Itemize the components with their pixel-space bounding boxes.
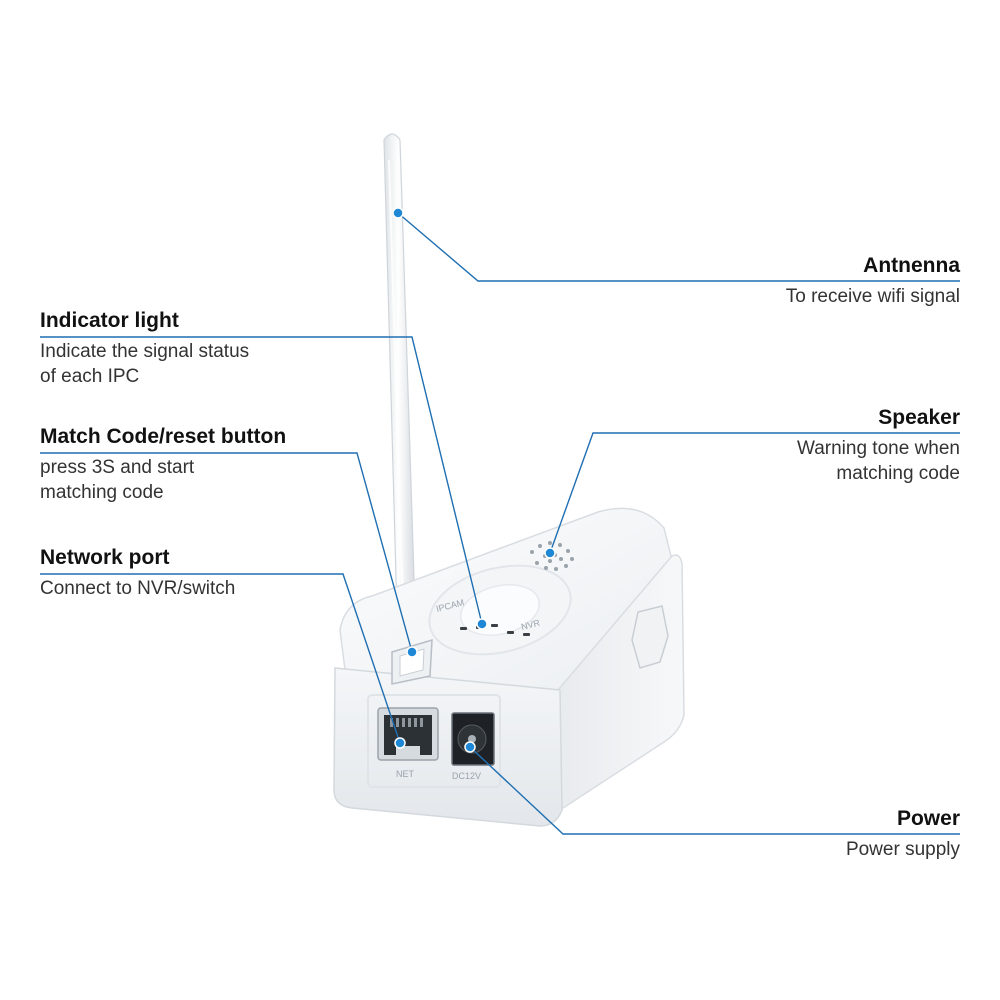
- callout-power: Power Power supply: [846, 807, 960, 862]
- callout-network-title: Network port: [40, 546, 170, 569]
- callout-match-title: Match Code/reset button: [40, 425, 287, 448]
- callout-power-desc-line: Power supply: [845, 839, 960, 860]
- antenna-dot: [392, 207, 404, 219]
- callout-match-desc-line: matching code: [40, 482, 164, 503]
- callout-indicator-desc: Indicate the signal status of each IPC: [40, 339, 249, 389]
- callout-indicator-desc-line: Indicate the signal status: [40, 341, 250, 362]
- power-dot: [464, 741, 476, 753]
- callout-speaker-title: Speaker: [878, 406, 960, 429]
- network-leader: [40, 573, 401, 744]
- callout-speaker-desc-line: matching code: [836, 463, 960, 484]
- antenna-leader: [397, 212, 960, 282]
- antenna: [383, 133, 417, 652]
- callout-lines: [40, 212, 960, 835]
- speaker-dot: [544, 547, 556, 559]
- callout-speaker: Speaker Warning tone when matching code: [797, 406, 960, 486]
- callout-speaker-desc: Warning tone when matching code: [797, 436, 960, 486]
- power-leader: [469, 746, 960, 835]
- callout-speaker-desc-line: Warning tone when: [796, 438, 960, 459]
- callout-match: Match Code/reset button press 3S and sta…: [40, 425, 286, 505]
- callout-antenna: Antnenna To receive wifi signal: [786, 254, 960, 309]
- speaker-leader: [549, 432, 960, 554]
- callout-network-desc-line: Connect to NVR/switch: [40, 578, 236, 599]
- match-dot: [406, 646, 418, 658]
- indicator-dot: [476, 618, 488, 630]
- callout-dots: [392, 207, 556, 753]
- dc-label: DC12V: [452, 771, 481, 781]
- callout-power-title: Power: [896, 807, 960, 830]
- callout-network-desc: Connect to NVR/switch: [40, 576, 235, 601]
- callout-indicator: Indicator light Indicate the signal stat…: [40, 309, 249, 389]
- callout-antenna-title: Antnenna: [863, 254, 960, 277]
- network-dot: [394, 737, 406, 749]
- callout-match-desc: press 3S and start matching code: [40, 455, 286, 505]
- callout-indicator-title: Indicator light: [40, 309, 179, 332]
- callout-antenna-desc: To receive wifi signal: [786, 284, 960, 309]
- callout-match-desc-line: press 3S and start: [40, 457, 195, 478]
- router-body: [333, 507, 685, 827]
- indicator-ring: IPCAM NVR: [428, 564, 572, 656]
- net-label: NET: [396, 769, 415, 779]
- indicator-leader: [40, 336, 483, 625]
- callout-antenna-desc-line: To receive wifi signal: [785, 286, 960, 307]
- dc-jack: DC12V: [451, 712, 495, 781]
- callout-network: Network port Connect to NVR/switch: [40, 546, 235, 601]
- nvr-label: NVR: [520, 618, 541, 632]
- callout-power-desc: Power supply: [846, 837, 960, 862]
- side-vent: [631, 605, 669, 669]
- callout-indicator-desc-line: of each IPC: [40, 366, 140, 387]
- reset-button[interactable]: [391, 638, 433, 685]
- match-leader: [40, 452, 413, 653]
